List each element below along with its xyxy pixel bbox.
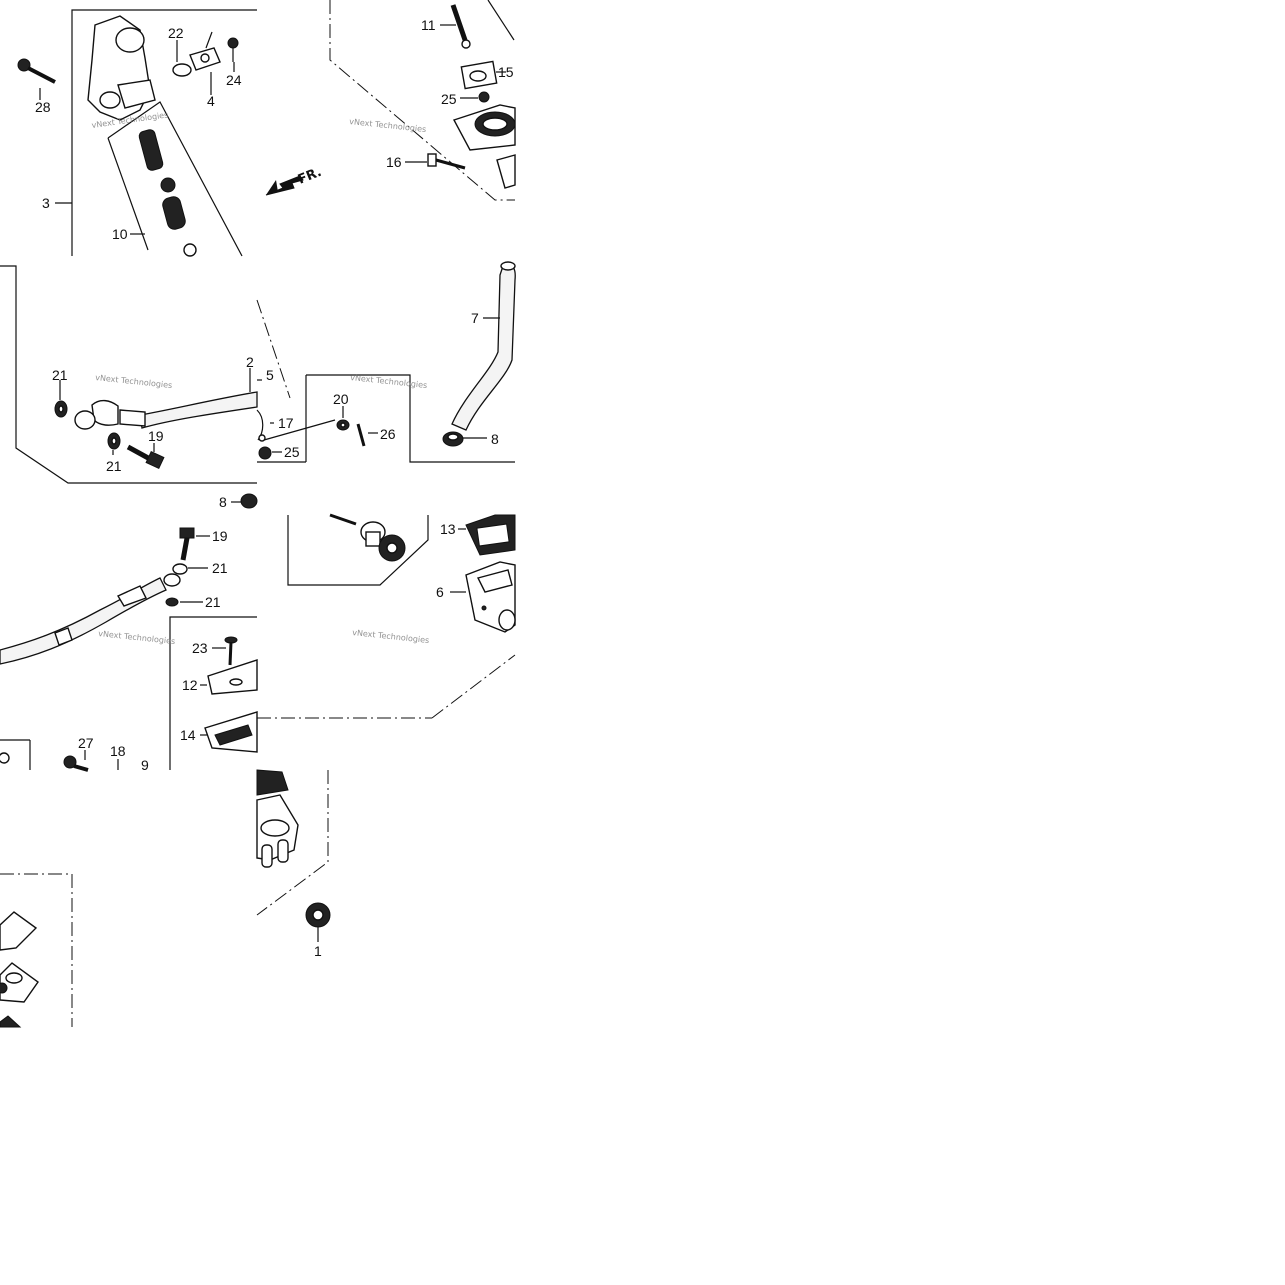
brake-hose-upper (74, 391, 258, 430)
callout-14: 14 (180, 727, 196, 743)
watermark: vNext Technologies (349, 117, 427, 134)
banjo-bolt-upper (126, 444, 165, 470)
tile-middle-right: 5 17 20 26 25 7 8 vNext Technologies (256, 261, 516, 463)
watermark: vNext Technologies (352, 628, 430, 645)
master-cylinder-body (87, 15, 156, 121)
callout-15: 15 (498, 64, 514, 80)
banjo-bolt-lower (179, 527, 195, 561)
front-direction-arrow: FR. (265, 165, 324, 196)
callout-6: 6 (436, 584, 444, 600)
callout-20: 20 (333, 391, 349, 407)
screw-23 (224, 636, 238, 666)
reservoir-cover (207, 659, 258, 695)
piston-spring-assembly (138, 129, 197, 257)
callout-12: 12 (182, 677, 198, 693)
callout-19-a: 19 (148, 428, 164, 444)
callout-9: 9 (141, 757, 149, 773)
tile-top-right: FR. 11 15 25 16 vNext Technologies (265, 0, 516, 201)
bolt-27 (63, 755, 89, 772)
callout-5: 5 (266, 367, 274, 383)
bolt-16 (427, 153, 516, 189)
watermark: vNext Technologies (98, 629, 176, 646)
callout-25-mid: 25 (284, 444, 300, 460)
callout-27: 27 (78, 735, 94, 751)
knurled-nut (305, 902, 331, 928)
front-arrow-label: FR. (296, 165, 324, 188)
inlet-fitting (172, 31, 239, 77)
callout-26: 26 (380, 426, 396, 442)
lower-plates (0, 911, 39, 1028)
tile-bottom-middle: 1 (256, 769, 331, 959)
hose-clamp-upper (442, 431, 464, 447)
watermark: vNext Technologies (95, 373, 173, 390)
callout-28: 28 (35, 99, 51, 115)
push-rod (450, 4, 471, 49)
callout-25-top: 25 (441, 91, 457, 107)
tile-lower-left: 8 19 21 21 23 12 14 27 18 9 vNext Techno… (0, 493, 258, 773)
callout-8-b: 8 (219, 494, 227, 510)
reservoir-hose (451, 261, 516, 431)
dust-boot (452, 104, 516, 151)
callout-16: 16 (386, 154, 402, 170)
callout-21-b: 21 (106, 458, 122, 474)
bolt-28 (17, 58, 56, 84)
callout-2: 2 (246, 354, 254, 370)
callout-21-a: 21 (52, 367, 68, 383)
master-cylinder-lower (256, 769, 299, 868)
callout-7: 7 (471, 310, 479, 326)
callout-13: 13 (440, 521, 456, 537)
pin-26 (356, 423, 366, 447)
callout-17: 17 (278, 415, 294, 431)
brake-hose-lower (0, 573, 181, 665)
reservoir-gasket (465, 514, 516, 556)
callout-18: 18 (110, 743, 126, 759)
tile-middle-left: 21 21 19 2 vNext Technologies (0, 265, 291, 484)
callout-10: 10 (112, 226, 128, 242)
callout-8-a: 8 (491, 431, 499, 447)
callout-21-c: 21 (212, 560, 228, 576)
pivot-parts (329, 513, 406, 562)
callout-22: 22 (168, 25, 184, 41)
callout-3: 3 (42, 195, 50, 211)
callout-1: 1 (314, 943, 322, 959)
diaphragm-plate (204, 711, 258, 753)
callout-4: 4 (207, 93, 215, 109)
callout-11: 11 (421, 17, 436, 33)
tile-top-left: 28 3 10 22 4 24 vNext Technologies (17, 9, 257, 257)
tile-lower-right: 13 6 vNext Technologies (257, 513, 516, 719)
reservoir-body (465, 561, 516, 633)
callout-19-b: 19 (212, 528, 228, 544)
callout-23: 23 (192, 640, 208, 656)
callout-24: 24 (226, 72, 242, 88)
tile-bottom-left (0, 873, 73, 1028)
callout-21-d: 21 (205, 594, 221, 610)
